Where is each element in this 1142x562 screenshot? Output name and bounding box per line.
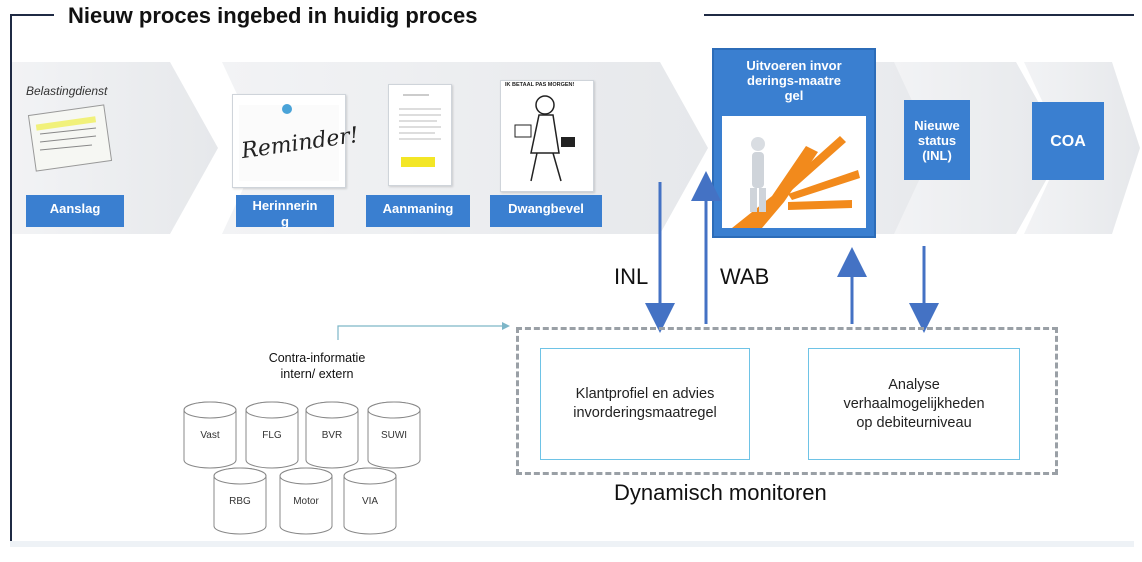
database-label: SUWI	[380, 430, 408, 441]
belastingdienst-text: Belastingdienst	[26, 84, 108, 98]
decision-illustration	[722, 116, 866, 228]
database-flg: FLG	[244, 400, 300, 475]
tax-form-icon	[27, 104, 113, 172]
cartoon-caption: IK BETAAL PAS MORGEN!	[505, 82, 575, 88]
database-icon	[213, 467, 267, 535]
crossroads-arrows-icon	[732, 136, 860, 228]
wab-label: WAB	[720, 264, 770, 289]
database-icon	[343, 467, 397, 535]
step-nieuwe-status-label: Nieuwe status (INL)	[914, 117, 960, 163]
database-icon	[245, 401, 299, 469]
cartoon-figure-icon	[514, 95, 575, 182]
database-label: RBG	[229, 496, 251, 507]
database-bvr: BVR	[304, 400, 360, 475]
contra-connector	[337, 325, 508, 340]
step-uitvoeren-label: Uitvoeren invorderings-maatregel	[746, 58, 842, 103]
step-uitvoeren: Uitvoeren invorderings-maatregel	[712, 48, 876, 238]
klantprofiel-panel: Klantprofiel en advies invorderingsmaatr…	[540, 348, 750, 460]
inl-label: INL	[614, 264, 649, 289]
step-dwangbevel: Dwangbevel	[490, 195, 602, 227]
database-label: BVR	[321, 430, 343, 441]
contra-info-label: Contra-informatie intern/ extern	[268, 351, 366, 381]
database-icon	[183, 401, 237, 469]
reminder-note-icon	[239, 104, 339, 181]
frame-top-left	[10, 14, 54, 16]
analyse-panel: Analyse verhaalmogelijkheden op debiteur…	[808, 348, 1020, 460]
reminder-image: Reminder!	[232, 94, 360, 188]
database-suwi: SUWI	[366, 400, 422, 475]
aanslag-image: Belastingdienst	[26, 84, 116, 182]
step-herinnering: Herinnering	[236, 195, 334, 229]
database-label: Vast	[200, 430, 220, 441]
database-label: FLG	[262, 430, 282, 441]
letter-icon	[399, 94, 441, 167]
step-aanslag: Aanslag	[26, 195, 124, 227]
aanmaning-image	[388, 84, 452, 186]
step-aanmaning: Aanmaning	[366, 195, 470, 227]
chevron-1	[12, 62, 218, 234]
step-coa: COA	[1032, 102, 1104, 180]
frame-left	[10, 14, 12, 544]
database-icon	[305, 401, 359, 469]
frame-top-right	[704, 14, 1134, 16]
database-icon	[367, 401, 421, 469]
database-motor: Motor	[278, 466, 334, 541]
analyse-text: Analyse verhaalmogelijkheden op debiteur…	[843, 376, 985, 431]
dwangbevel-image: IK BETAAL PAS MORGEN!	[500, 80, 594, 192]
step-nieuwe-status: Nieuwe status (INL)	[904, 100, 970, 180]
monitor-area	[516, 327, 1058, 475]
database-vast: Vast	[182, 400, 238, 475]
diagram-frame	[10, 14, 1134, 544]
klantprofiel-text: Klantprofiel en advies invorderingsmaatr…	[573, 386, 717, 421]
step-herinnering-label: Herinnering	[252, 198, 318, 229]
monitor-label: Dynamisch monitoren	[614, 480, 827, 505]
database-label: VIA	[361, 496, 379, 507]
database-rbg: RBG	[212, 466, 268, 541]
page-title: Nieuw proces ingebed in huidig proces	[62, 3, 484, 29]
database-label: Motor	[293, 496, 319, 507]
database-icon	[279, 467, 333, 535]
bottom-band	[10, 541, 1134, 547]
database-via: VIA	[342, 466, 398, 541]
